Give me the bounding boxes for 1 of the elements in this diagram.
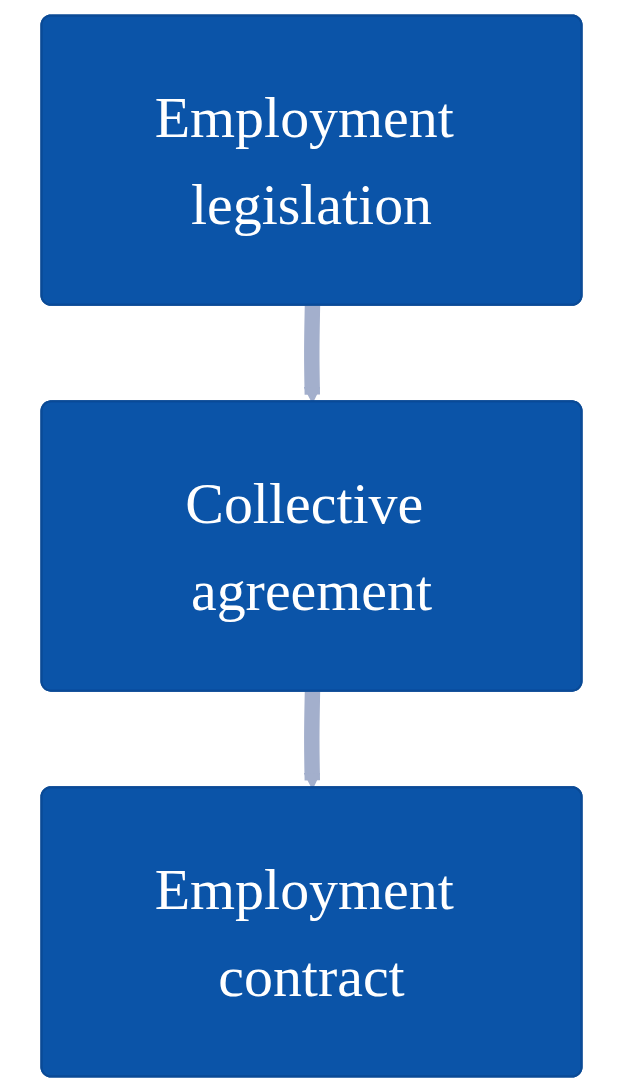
arrow [303,691,321,789]
